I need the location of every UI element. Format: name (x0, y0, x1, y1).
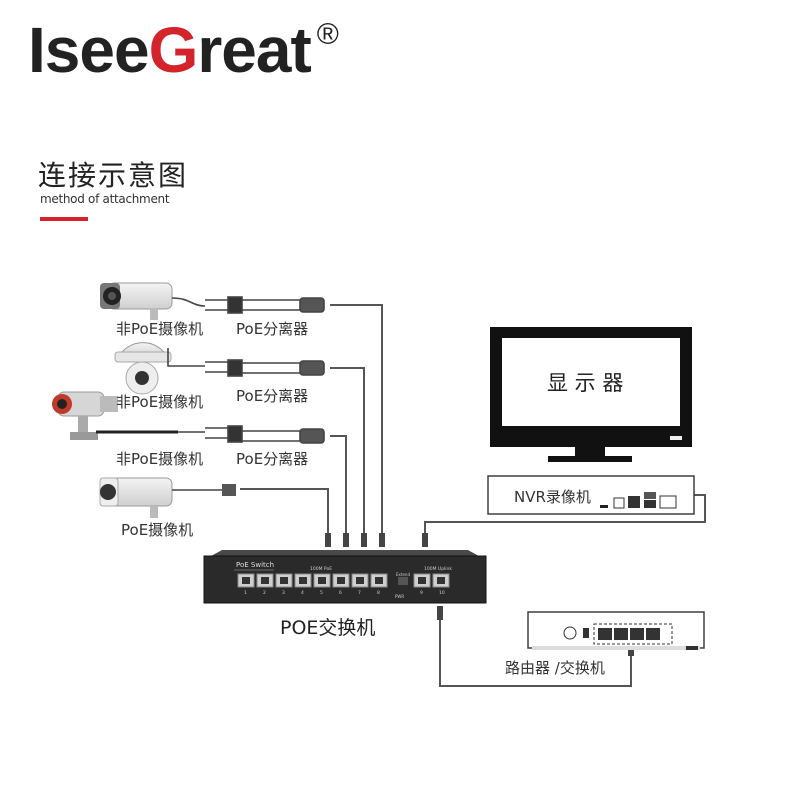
poe-port-number: 1 (244, 590, 247, 596)
poe-port-socket-3 (280, 577, 288, 584)
uplink-port-socket-9 (418, 577, 426, 584)
nvr-icon (487, 475, 695, 515)
extend-switch (398, 577, 408, 585)
poe-switch-icon: PoE Switch 100M PoE 100M Uplink 1 2 3 4 5 6 7 8… (203, 550, 487, 604)
poe-port-number: 8 (377, 590, 380, 596)
switch-power-label: PWR (395, 594, 404, 599)
poe-port-socket-7 (356, 577, 364, 584)
plug-6 (437, 606, 443, 620)
registered-mark: ® (316, 18, 339, 51)
poe-port-number: 3 (282, 590, 285, 596)
cable-cam4 (240, 488, 329, 540)
plug-2 (343, 533, 349, 547)
title-underline (40, 217, 88, 221)
poe-port-socket-1 (242, 577, 250, 584)
poe-port-socket-8 (375, 577, 383, 584)
brand-part2: reat (197, 14, 311, 86)
label-poe-splitter-3: PoE分离器 (236, 450, 309, 468)
brand-logo: IseeGreat® (28, 18, 339, 82)
monitor-icon (490, 327, 692, 462)
label-router: 路由器 /交换机 (505, 659, 605, 677)
plug-3 (361, 533, 367, 547)
switch-extend-label: Extend (396, 572, 410, 577)
camera-3-icon (52, 391, 118, 440)
cable-cam3 (330, 435, 347, 540)
label-poe-switch: POE交换机 (280, 617, 376, 639)
uplink-port-number: 10 (439, 590, 445, 596)
section-subtitle: method of attachment (40, 192, 170, 206)
label-non-poe-camera-2: 非PoE摄像机 (116, 393, 204, 411)
switch-uplink-header: 100M Uplink (424, 566, 452, 572)
poe-port-socket-2 (261, 577, 269, 584)
brand-part1: Isee (28, 14, 150, 86)
switch-poe-header: 100M PoE (310, 566, 332, 572)
uplink-port-number: 9 (420, 590, 423, 596)
camera-2-icon (114, 342, 172, 395)
camera-1-icon (100, 282, 173, 320)
label-poe-splitter-2: PoE分离器 (236, 387, 309, 405)
poe-port-number: 6 (339, 590, 342, 596)
poe-port-number: 2 (263, 590, 266, 596)
poe-port-socket-5 (318, 577, 326, 584)
cable-cam1 (330, 304, 383, 540)
cable-switch-nvr (424, 512, 706, 540)
label-monitor: 显 示 器 (547, 371, 624, 395)
poe-port-number: 5 (320, 590, 323, 596)
section-title: 连接示意图 (38, 159, 189, 192)
cable-nvr-right (690, 494, 706, 512)
plug-5 (422, 533, 428, 547)
poe-port-socket-6 (337, 577, 345, 584)
label-poe-splitter-1: PoE分离器 (236, 320, 309, 338)
camera-4-icon (99, 477, 236, 518)
switch-ports: 1 2 3 4 5 6 7 8 9 10 (237, 573, 450, 596)
label-poe-camera: PoE摄像机 (121, 521, 194, 539)
camera-cables (240, 304, 383, 540)
label-non-poe-camera-3: 非PoE摄像机 (116, 450, 204, 468)
plug-4 (379, 533, 385, 547)
cable-cam2 (330, 367, 365, 540)
label-non-poe-camera-1: 非PoE摄像机 (116, 320, 204, 338)
cable-switch-router (439, 612, 632, 687)
switch-brand-text: PoE Switch (236, 561, 274, 569)
brand-accent-letter: G (148, 14, 199, 86)
plug-1 (325, 533, 331, 547)
label-nvr: NVR录像机 (514, 488, 591, 506)
poe-port-number: 7 (358, 590, 361, 596)
splitter-2-icon (167, 348, 325, 377)
poe-port-number: 4 (301, 590, 304, 596)
poe-port-socket-4 (299, 577, 307, 584)
router-icon (527, 611, 705, 650)
splitter-3-icon (178, 425, 325, 444)
uplink-port-socket-10 (437, 577, 445, 584)
splitter-1-icon (171, 296, 325, 314)
